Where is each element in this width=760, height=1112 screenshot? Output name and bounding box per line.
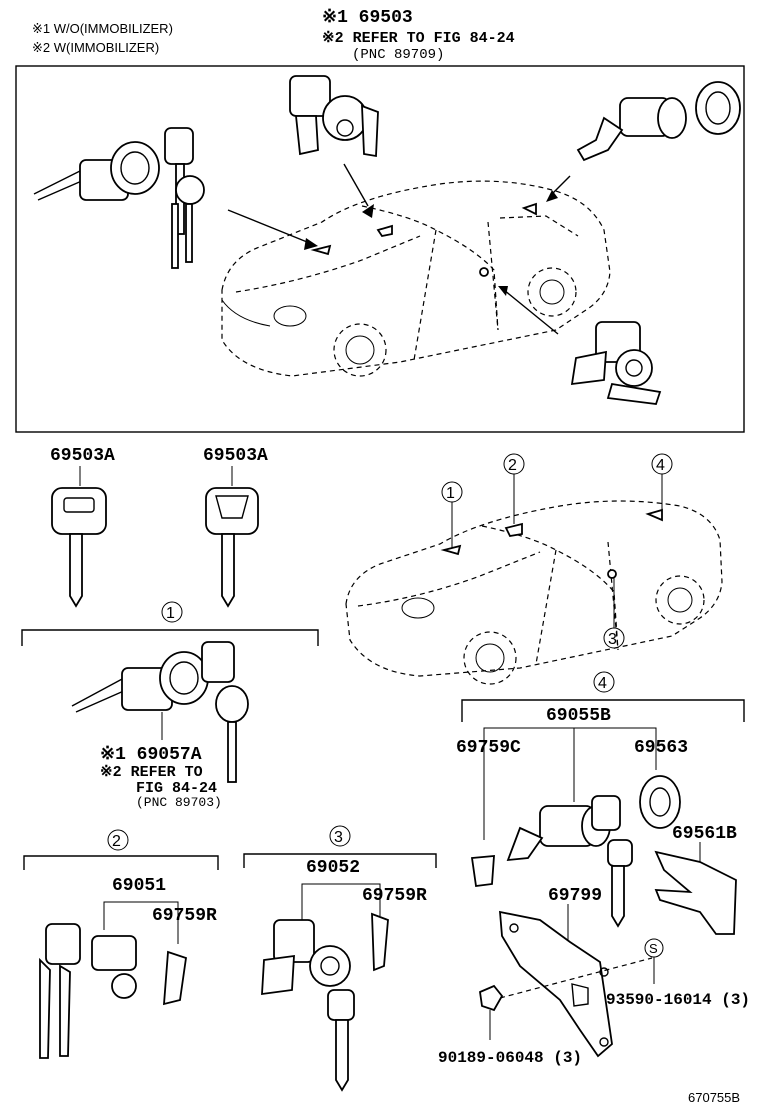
sub-key-illustration [205, 487, 259, 608]
group-1-bracket [21, 629, 319, 646]
group-3-assembly: 69052 [306, 858, 360, 878]
group-1-part: ※1 69057A [100, 745, 202, 765]
group-4-part-b: 69563 [634, 738, 688, 758]
group-2-assembly: 69051 [112, 876, 166, 896]
master-key-illustration [51, 487, 107, 608]
key-label-left: 69503A [50, 446, 115, 466]
top-refer-fig: ※2 REFER TO FIG 84-24 [322, 30, 515, 47]
screw-symbol: S [644, 938, 664, 958]
svg-text:2: 2 [112, 833, 121, 850]
door-lock-cylinder-illustration [546, 81, 741, 202]
top-pnc: (PNC 89709) [352, 47, 444, 63]
svg-text:3: 3 [608, 631, 617, 648]
svg-text:S: S [649, 941, 658, 956]
group-4-clip: 90189-06048 (3) [438, 1049, 582, 1067]
group-4-part-c: 69561B [672, 824, 737, 844]
callout-4: 4 [651, 453, 673, 510]
group-4-bracket [461, 699, 745, 722]
top-part-number: ※1 69503 [322, 8, 413, 28]
svg-text:4: 4 [598, 675, 607, 692]
group-3-marker: 3 [329, 825, 351, 847]
trunk-lock-illustration [498, 286, 662, 405]
group-4-cover-illustration [654, 842, 737, 935]
group-4-screw: 93590-16014 (3) [606, 991, 750, 1009]
car-outline-top [221, 180, 611, 377]
note-without-immobilizer: ※1 W/O(IMMOBILIZER) [32, 21, 173, 36]
group-4-clip-illustration [470, 855, 495, 888]
group-2-bracket [23, 855, 219, 870]
group-4-marker: 4 [593, 671, 615, 693]
callout-1: 1 [441, 481, 463, 548]
group-2-marker: 2 [107, 829, 129, 851]
group-4-door-cylinder-illustration [506, 795, 633, 928]
group-2-glove-lock-illustration [39, 923, 187, 1059]
note-with-immobilizer: ※2 W(IMMOBILIZER) [32, 40, 159, 55]
overview-frame [15, 65, 745, 433]
svg-text:4: 4 [656, 457, 665, 474]
group-1-ignition-illustration [71, 641, 249, 783]
callout-2: 2 [503, 453, 525, 524]
group-3-trunk-lock-illustration [261, 912, 389, 1092]
svg-text:1: 1 [166, 605, 175, 622]
group-4-gasket-illustration [639, 775, 681, 829]
car-outline-middle [345, 500, 723, 685]
group-3-part: 69759R [362, 886, 427, 906]
svg-text:1: 1 [446, 485, 455, 502]
group-4-bracket-plate-illustration [499, 904, 613, 1058]
group-4-part-a: 69759C [456, 738, 521, 758]
ignition-lock-cylinder-illustration [33, 127, 205, 269]
group-1-refer: ※2 REFER TO [100, 764, 203, 781]
svg-text:3: 3 [334, 829, 343, 846]
group-1-fig: FIG 84-24 [136, 780, 217, 797]
group-1-pnc: (PNC 89703) [136, 795, 222, 810]
arrow-ignition [227, 209, 313, 245]
group-4-assembly: 69055B [546, 706, 611, 726]
svg-text:2: 2 [508, 457, 517, 474]
callout-3: 3 [603, 578, 625, 649]
group-4-nut-illustration [479, 984, 504, 1012]
glove-box-lock-illustration [289, 75, 379, 218]
key-label-right: 69503A [203, 446, 268, 466]
group-4-part-d: 69799 [548, 886, 602, 906]
diagram-id: 670755B [688, 1090, 740, 1105]
group-3-bracket [243, 853, 437, 868]
group-1-marker: 1 [161, 601, 183, 623]
group-2-part: 69759R [152, 906, 217, 926]
